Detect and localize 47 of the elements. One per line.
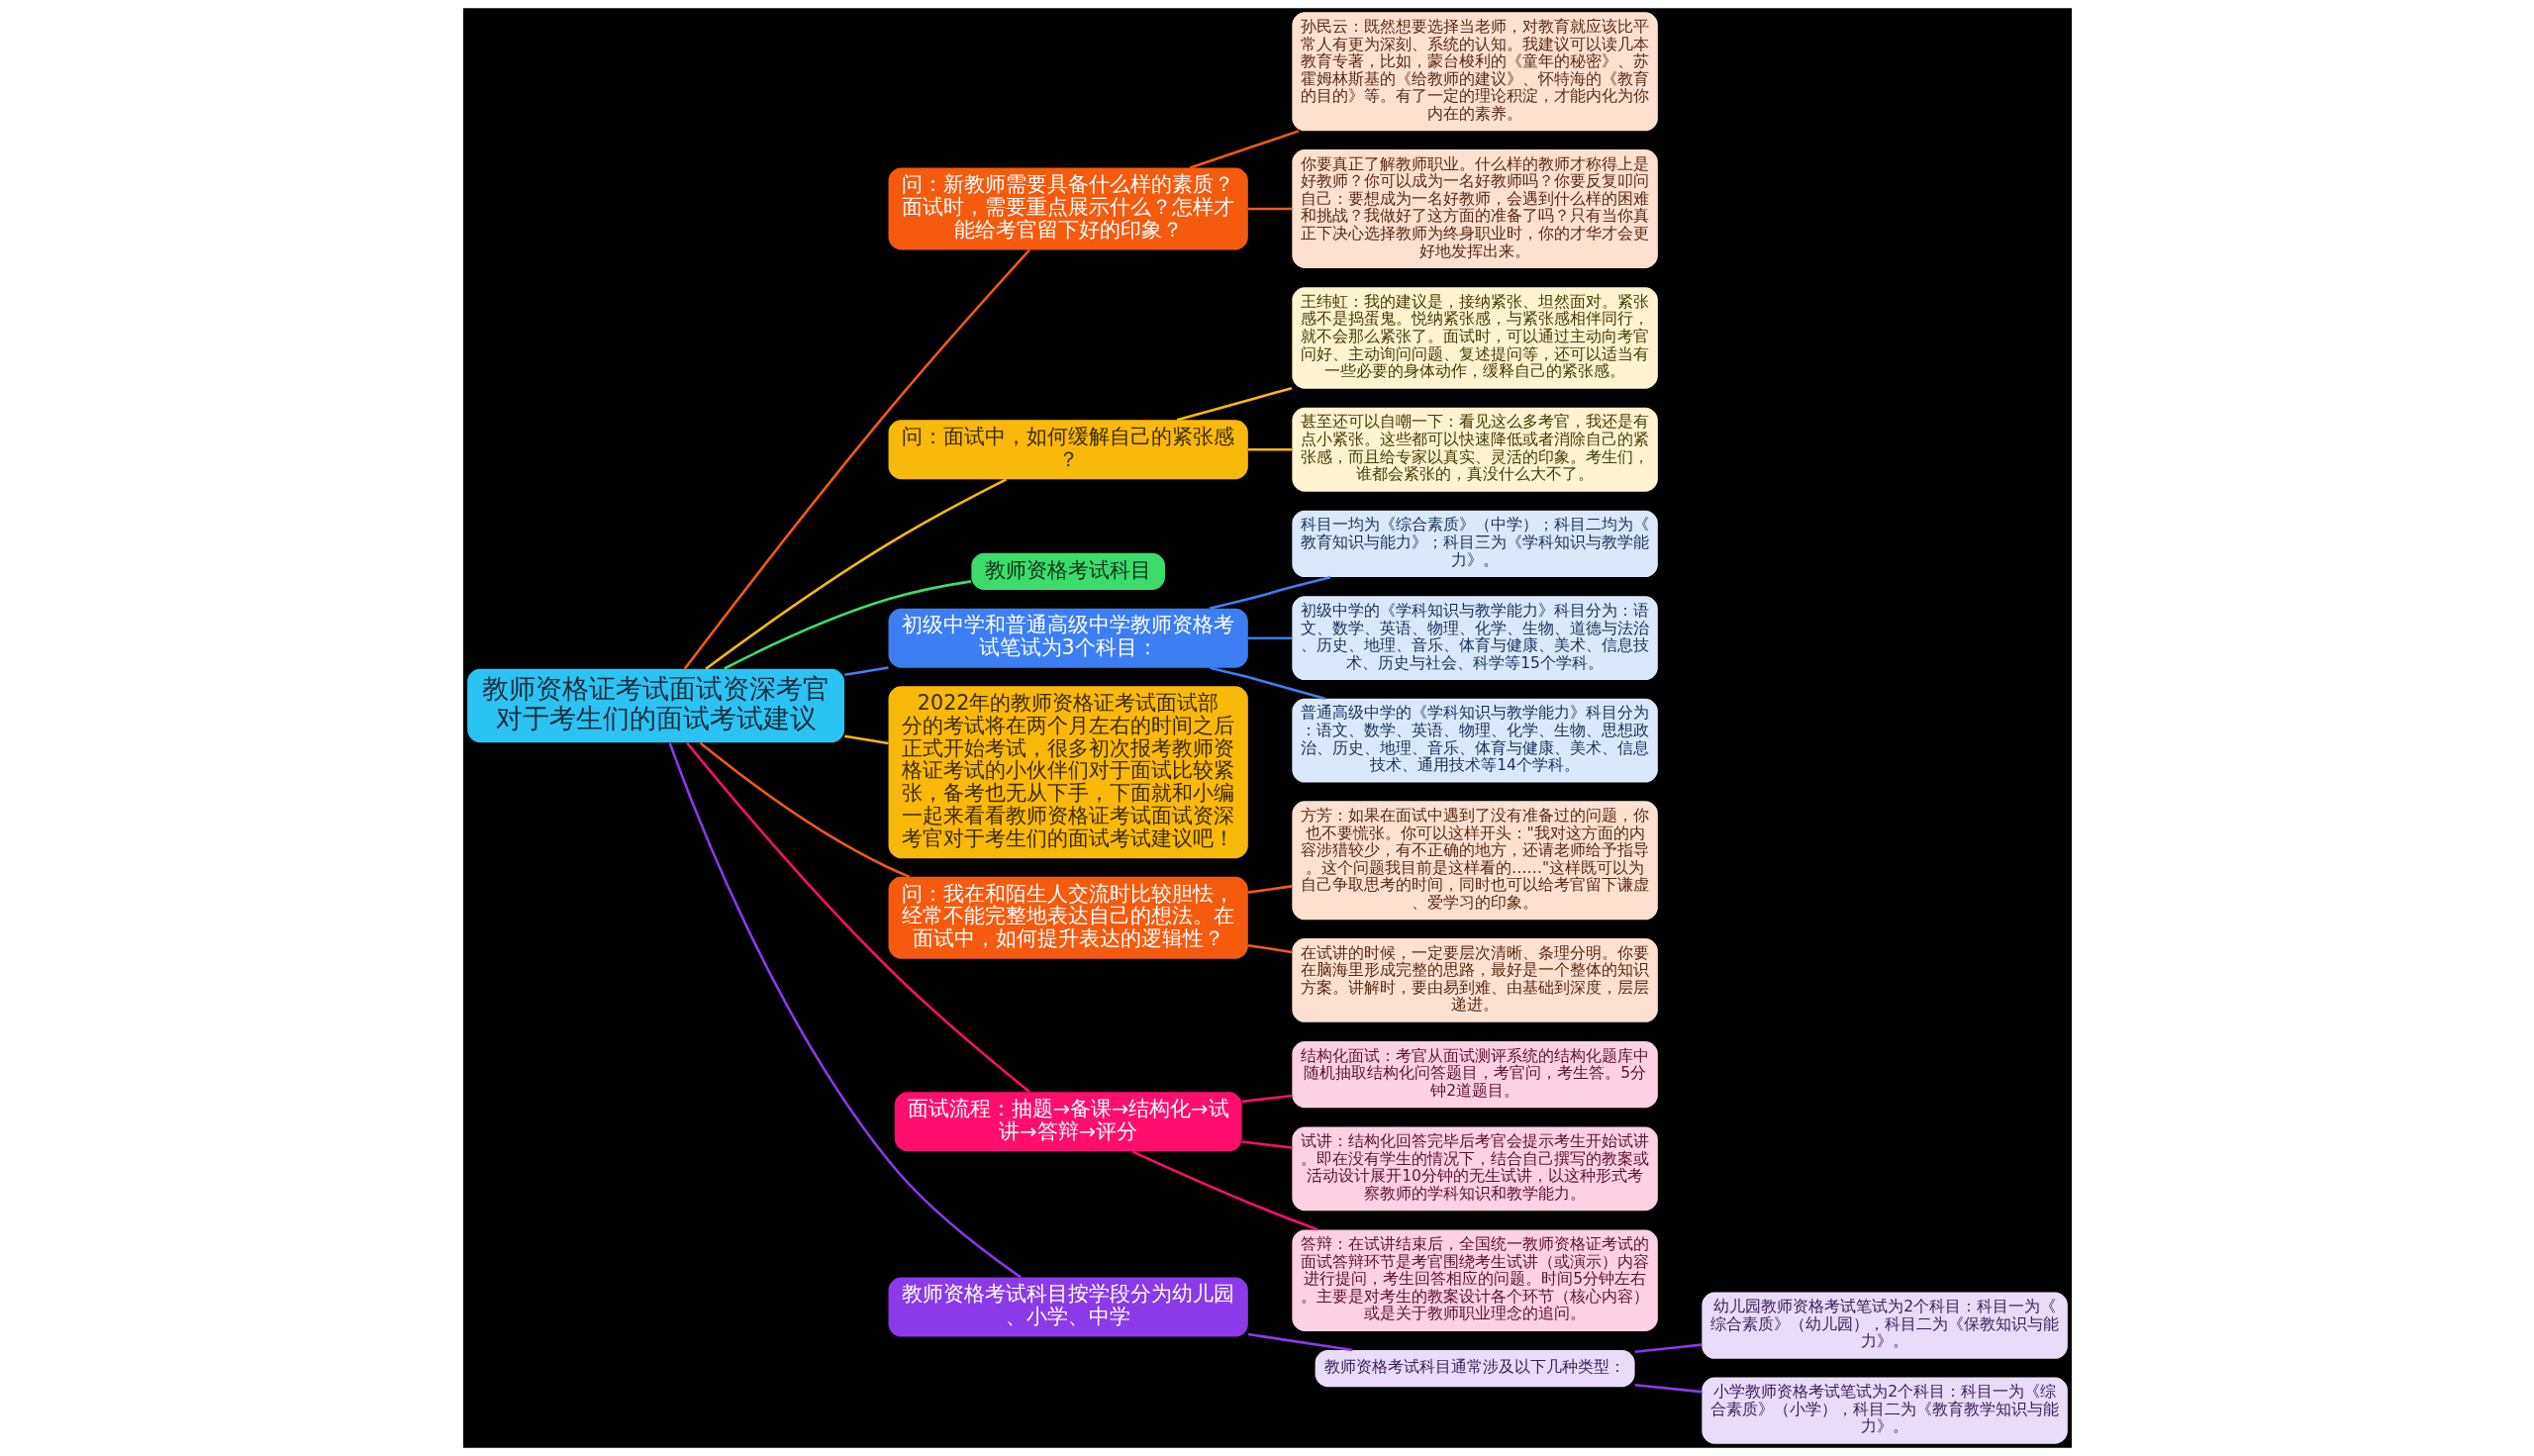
connector [1247,943,1292,954]
node-box: 科目一均为《综合素质》（中学）；科目二均为《教育知识与能力》；科目三为《学科知识与教学能力》。 [1291,510,1658,578]
node-box: 普通高级中学的《学科知识与教学能力》科目分为：语文、数学、英语、物理、化学、生物、思想政治、历史、地理、音乐、体育与健康、美术、信息技术、通用技术等14个学科。 [1291,698,1658,783]
node-box: 教师资格考试科目通常涉及以下几种类型： [1315,1350,1635,1388]
connector [1189,130,1299,169]
node-box: 答辩：在试讲结束后，全国统一教师资格证考试的面试答辩环节是考官围绕考生试讲（或演示）内容进行提问，考生回答相应的问题。时间5分钟左右。主要是对考生的教案设计各个环节（核心内容）或是关于教师职业理念的追问。 [1291,1229,1658,1331]
node-box: 面试流程：抽题→备课→结构化→试讲→答辩→评分 [894,1092,1242,1152]
node-box: 在试讲的时候，一定要层次清晰、条理分明。你要在脑海里形成完整的思路，最好是一个整体的知识方案。讲解时，要由易到难、由基础到深度，层层递进。 [1291,937,1658,1022]
connector [699,741,910,879]
node-box: 试讲：结构化回答完毕后考官会提示考生开始试讲。即在没有学生的情况下，结合自己撰写的教案或活动设计展开10分钟的无生试讲，以这种形式考察教师的学科知识和教学能力。 [1291,1126,1658,1212]
connector [1131,1150,1318,1231]
connector [1209,666,1325,700]
connector [1247,1332,1352,1352]
node-box: 王纬虹：我的建议是，接纳紧张、坦然面对。紧张感不是捣蛋鬼。悦纳紧张感，与紧张感相伴同行，就不会那么紧张了。面试时，可以通过主动向考官问好、主动询问问题、复述提问等，还可以适当有一些必要的身体动作，缓释自己的紧张感。 [1291,287,1658,389]
connector [1176,386,1292,422]
connector [685,741,1030,1094]
node-box: 幼儿园教师资格考试笔试为2个科目：科目一为《综合素质》（幼儿园），科目二为《保教知识与能力》。 [1701,1292,2068,1359]
connector [1633,1383,1702,1394]
connector [1247,885,1292,894]
connector [1241,1094,1292,1104]
node-box: 问：新教师需要具备什么样的素质？面试时，需要重点展示什么？怎样才能给考官留下好的印象？ [888,167,1248,250]
node-box: 你要真正了解教师职业。什么样的教师才称得上是好教师？你可以成为一名好教师吗？你要反复叩问自己：要想成为一名好教师，会遇到什么样的困难和挑战？我做好了这方面的准备了吗？只有当你真正下决心选择教师为终身职业时，你的才华才会更好地发挥出来。 [1291,148,1658,269]
connector [704,478,1007,670]
node-box: 2022年的教师资格证考试面试部分的考试将在两个月左右的时间之后正式开始考试，很多初次报考教师资格证考试的小伙伴们对于面试比较紧张，备考也无从下手，下面就和小编一起来看看教师资格证考试面试资深考官对于考生们的面试考试建议吧！ [888,686,1248,859]
connector [843,734,889,745]
node-box: 初级中学和普通高级中学教师资格考试笔试为3个科目： [888,608,1248,668]
connector [1247,447,1292,451]
connector [683,248,1030,670]
node-box: 教师资格考试科目 [970,552,1165,591]
node-box: 甚至还可以自嘲一下：看见这么多考官，我还是有点小紧张。这些都可以快速降低或者消除自己的紧张感，而且给专家以真实、灵活的印象。考生们，谁都会紧张的，真没什么大不了。 [1291,407,1658,492]
node-box: 问：面试中，如何缓解自己的紧张感？ [888,420,1248,480]
node-box: 问：我在和陌生人交流时比较胆怯，经常不能完整地表达自己的想法。在面试中，如何提升表达的逻辑性？ [888,876,1248,959]
node-box: 教师资格考试科目按学段分为幼儿园、小学、中学 [888,1277,1248,1337]
node-box: 小学教师资格考试笔试为2个科目：科目一为《综合素质》（小学），科目二为《教育教学知识与能力》。 [1701,1377,2068,1444]
connector [843,666,889,676]
connector [1633,1343,1702,1353]
connector [723,580,971,670]
connector [1209,575,1330,610]
node-box: 结构化面试：考官从面试测评系统的结构化题库中随机抽取结构化问答题目，考官问，考生答。5分钟2道题目。 [1291,1040,1658,1109]
node-box: 初级中学的《学科知识与教学能力》科目分为：语文、数学、英语、物理、化学、生物、道德与法治、历史、地理、音乐、体育与健康、美术、信息技术、历史与社会、科学等15个学科。 [1291,596,1658,681]
connector [1247,207,1292,211]
connector [667,742,1022,1279]
node-box: 教师资格证考试面试资深考官对于考生们的面试考试建议 [466,668,844,743]
node-box: 方芳：如果在面试中遇到了没有准备过的问题，你也不要慌张。你可以这样开头："我对这方面的内容涉猎较少，有不正确的地方，还请老师给予指导。这个问题我目前是这样看的……"这样既可以为自己争取思考的时间，同时也可以给考官留下谦虚、爱学习的印象。 [1291,801,1658,921]
connector [1247,636,1292,639]
node-box: 孙民云：既然想要选择当老师，对教育就应该比平常人有更为深刻、系统的认知。我建议可以读几本教育专著，比如，蒙台梭利的《童年的秘密》、苏霍姆林斯基的《给教师的建议》、怀特海的《教育的目的》等。有了一定的理论积淀，才能内化为你内在的素养。 [1291,12,1658,132]
connector [1241,1140,1292,1149]
